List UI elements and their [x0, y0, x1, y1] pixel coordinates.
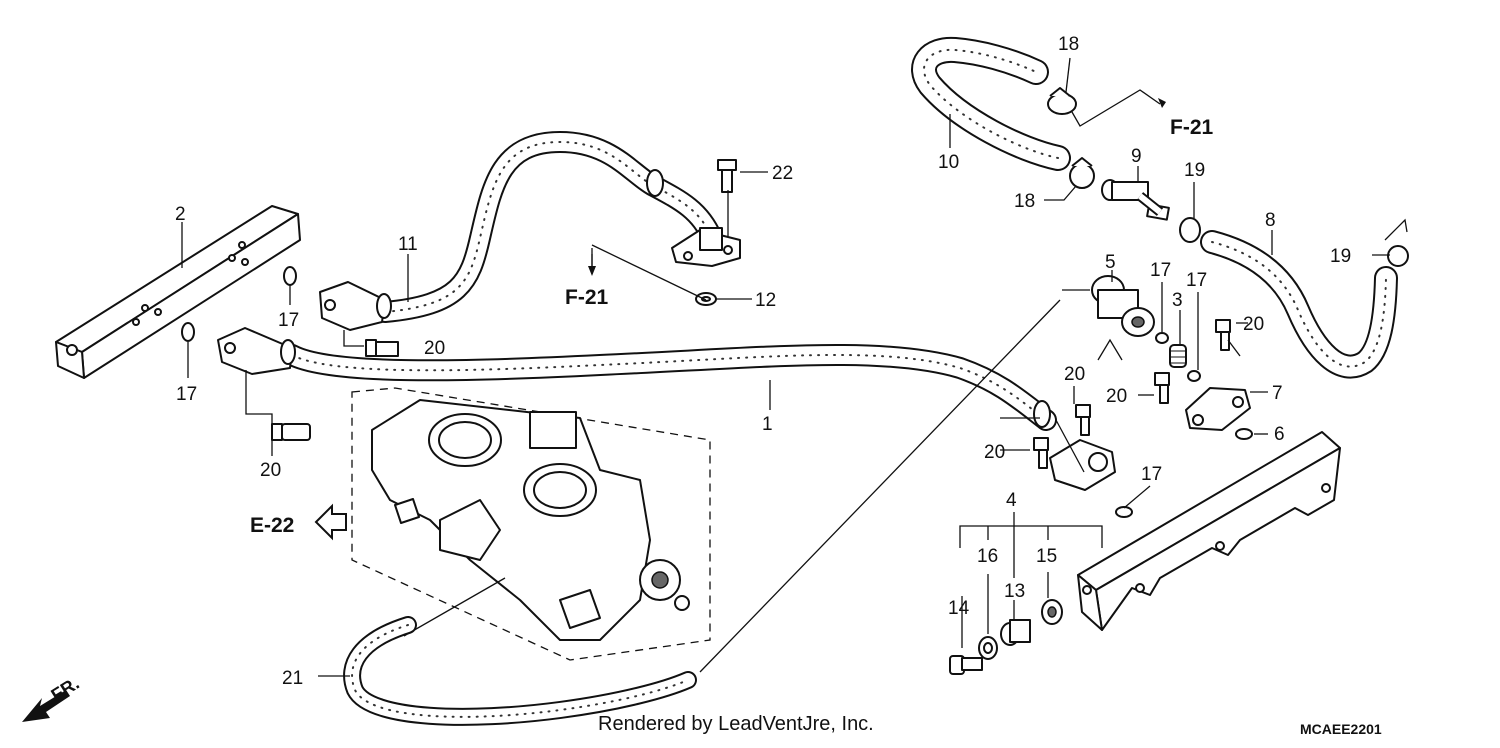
- bolt-22: [717, 159, 737, 193]
- callout-20-a: 20: [424, 338, 445, 359]
- throttle-body-assembly: [351, 387, 711, 661]
- hose-8: [1200, 230, 1398, 379]
- callout-18-b: 18: [1014, 191, 1035, 212]
- ref-f21-left[interactable]: F-21: [565, 286, 609, 309]
- callout-5: 5: [1105, 252, 1116, 273]
- callout-20-d: 20: [1106, 386, 1127, 407]
- fuel-rail-2: [55, 205, 301, 379]
- arrow-f21-right: [1158, 98, 1166, 108]
- bolt-20-upper-left: [365, 339, 399, 357]
- clamp-18-lower: [1069, 157, 1095, 189]
- callout-1: 1: [762, 414, 773, 435]
- washer-16: [978, 636, 998, 660]
- joint-9: [1101, 179, 1170, 221]
- callout-15: 15: [1036, 546, 1057, 567]
- clamp-19-mid: [1179, 217, 1201, 243]
- render-credit: Rendered by LeadVentJre, Inc.: [598, 713, 874, 735]
- arrow-f21-left: [588, 248, 596, 276]
- callout-17-a: 17: [278, 310, 299, 331]
- callout-numbers: 1 2 3 4 5 6 7 8 9 10 11 12 13 14 15 16 1…: [175, 34, 1351, 689]
- callout-7: 7: [1272, 383, 1283, 404]
- callout-20-b: 20: [260, 460, 281, 481]
- washer-15: [1041, 599, 1063, 625]
- callout-21: 21: [282, 668, 303, 689]
- hose-11: [374, 131, 723, 323]
- bolt-14: [949, 655, 983, 675]
- callout-22: 22: [772, 163, 793, 184]
- bolt-20-lower-left: [271, 423, 311, 441]
- fuel-rail-4: [1077, 431, 1341, 631]
- callout-9: 9: [1131, 146, 1142, 167]
- callout-18-a: 18: [1058, 34, 1079, 55]
- hose-joint-flange-1: [217, 327, 293, 375]
- callout-14: 14: [948, 598, 970, 619]
- arrow-e22[interactable]: [314, 503, 347, 541]
- hose-1: [281, 343, 1057, 431]
- callout-17-c: 17: [1150, 260, 1171, 281]
- collar-13: [1000, 619, 1031, 646]
- leader-lines: [181, 57, 1408, 677]
- pressure-regulator-5: [1091, 275, 1155, 337]
- callout-10: 10: [938, 152, 959, 173]
- callout-19-b: 19: [1330, 246, 1351, 267]
- hose-10: [911, 36, 1071, 171]
- clamp-19-right: [1387, 245, 1409, 267]
- diagram-code: MCAEE2201: [1300, 721, 1382, 737]
- bolt-20-right-c: [1075, 404, 1091, 436]
- callout-20-e: 20: [984, 442, 1005, 463]
- joint-7: [1185, 387, 1251, 431]
- callout-17-b: 17: [176, 384, 197, 405]
- clamp-18-upper: [1047, 87, 1077, 115]
- o-rings-17-right: [1115, 332, 1201, 518]
- callout-6: 6: [1274, 424, 1285, 445]
- ref-e22[interactable]: E-22: [250, 514, 294, 537]
- washer-12: [695, 292, 717, 306]
- callout-17-e: 17: [1141, 464, 1162, 485]
- bolt-20-right-b: [1154, 372, 1170, 404]
- hose-21: [343, 616, 697, 726]
- callout-8: 8: [1265, 210, 1276, 231]
- callout-4: 4: [1006, 490, 1017, 511]
- callout-19-a: 19: [1184, 160, 1205, 181]
- callout-12: 12: [755, 290, 776, 311]
- callout-11: 11: [398, 234, 418, 255]
- hose-clamps: [280, 169, 1051, 428]
- callout-20-c: 20: [1064, 364, 1085, 385]
- front-arrow-icon: [22, 690, 70, 722]
- callout-13: 13: [1004, 581, 1025, 602]
- hose-joint-flange-1-right: [1049, 439, 1116, 491]
- hose-joint-flange-11-right: [671, 227, 741, 267]
- callout-17-d: 17: [1186, 270, 1207, 291]
- o-ring-6: [1235, 428, 1253, 440]
- callout-3: 3: [1172, 290, 1183, 311]
- callout-20-f: 20: [1243, 314, 1264, 335]
- bolt-20-right-a: [1215, 319, 1231, 351]
- filter-3: [1169, 344, 1187, 368]
- ref-f21-right[interactable]: F-21: [1170, 116, 1214, 139]
- callout-16: 16: [977, 546, 998, 567]
- callout-2: 2: [175, 204, 186, 225]
- hose-joint-flange-11: [319, 281, 386, 331]
- bolt-20-right-d: [1033, 437, 1049, 469]
